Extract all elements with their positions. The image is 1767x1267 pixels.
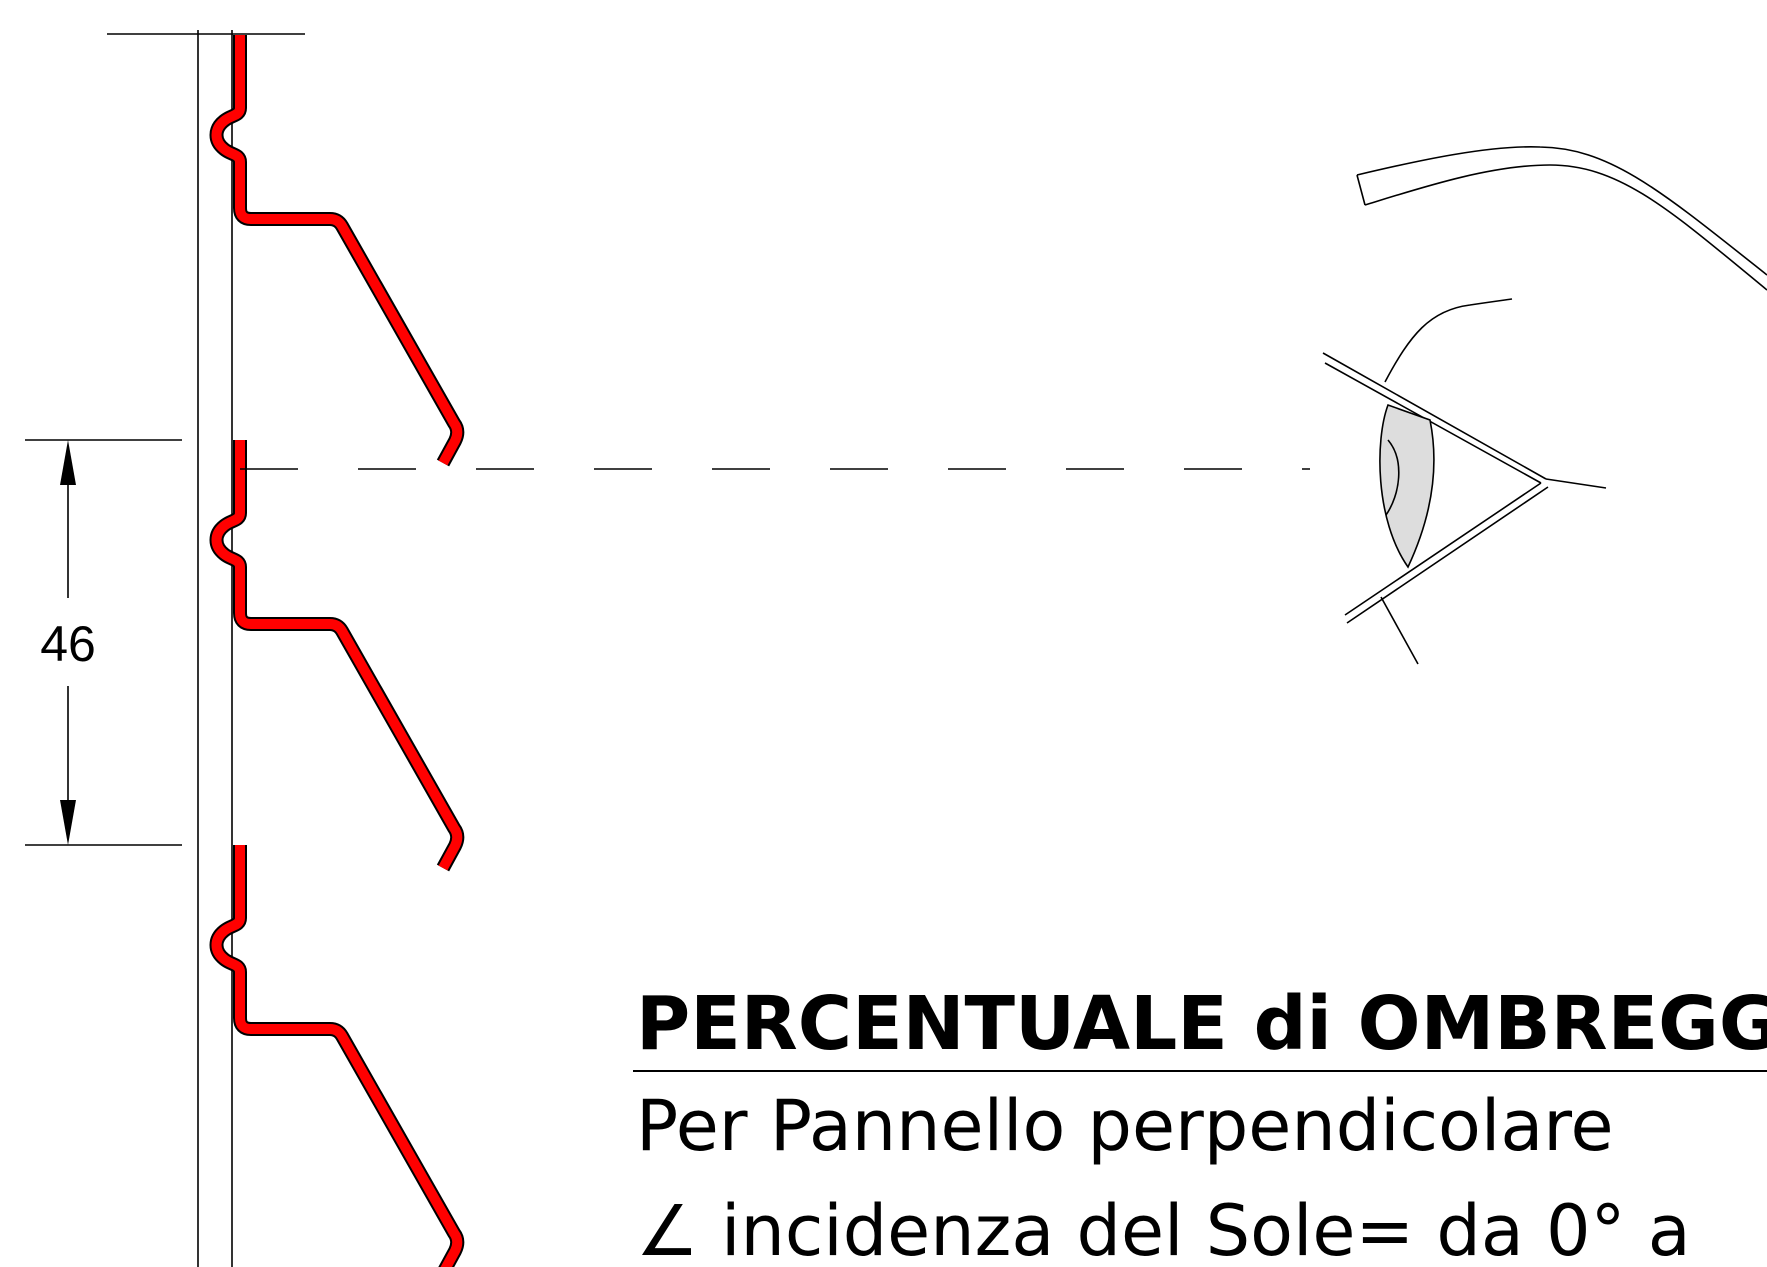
eyebrow xyxy=(1356,146,1767,291)
louver-blade-3 xyxy=(209,845,465,1267)
eye-lower-edge xyxy=(1344,482,1549,624)
upper-eyelid xyxy=(1384,298,1513,383)
title-heading: PERCENTUALE di OMBREGGIA xyxy=(636,981,1767,1067)
mounting-rails xyxy=(107,30,305,1267)
louver-blade-1 xyxy=(209,35,465,467)
eye-corner-line xyxy=(1545,478,1607,489)
eye-symbol xyxy=(1322,146,1767,665)
title-line-1: Per Pannello perpendicolare xyxy=(636,1085,1614,1167)
louver-blade-2 xyxy=(209,440,465,872)
dimension-arrow-down xyxy=(60,800,76,845)
title-line-2: ∠ incidenza del Sole= da 0° a xyxy=(636,1190,1691,1267)
lower-lash-line xyxy=(1380,596,1419,665)
eye-upper-edge xyxy=(1322,352,1547,484)
dimension-arrow-up xyxy=(60,440,76,485)
dimension-value: 46 xyxy=(40,616,96,672)
pupil-arc xyxy=(1385,439,1400,516)
title-block: PERCENTUALE di OMBREGGIA Per Pannello pe… xyxy=(633,981,1767,1267)
dimension-annotation: 46 xyxy=(25,439,182,846)
iris-shape xyxy=(1379,403,1435,569)
